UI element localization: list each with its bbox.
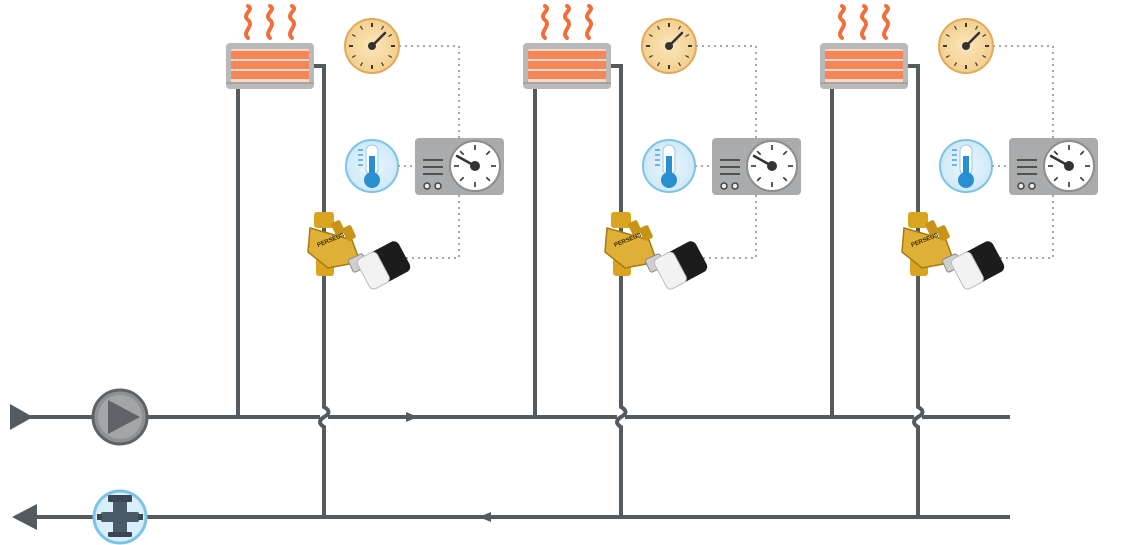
- temperature-gauge-icon: [938, 18, 994, 74]
- gauge-signal-line: [696, 45, 757, 138]
- heat-waves-icon: [541, 4, 593, 40]
- circuit-pipes: [236, 64, 331, 517]
- control-valve-actuator-icon: [653, 241, 708, 290]
- temperature-gauge-icon: [344, 18, 400, 74]
- thermometer-icon: [642, 139, 696, 193]
- return-leg: [611, 64, 628, 517]
- valve-signal-line: [702, 195, 757, 259]
- valve-signal-line: [999, 195, 1054, 259]
- signal-wiring: [695, 45, 757, 259]
- thermometer-icon: [345, 139, 399, 193]
- main-balancing-valve-icon: [92, 489, 148, 545]
- return-outlet-arrow-icon: [12, 504, 37, 530]
- heat-waves-icon: [838, 4, 890, 40]
- heat-emitter-icon: [523, 43, 611, 89]
- heat-emitter-icon: [226, 43, 314, 89]
- signal-wiring: [398, 45, 460, 259]
- circuit-pipes: [830, 64, 925, 517]
- thermometer-icon: [939, 139, 993, 193]
- return-flow-arrow-icon: [479, 512, 491, 522]
- controller-dial-icon: [1009, 138, 1098, 195]
- heating-circuit-2: PERSEUS: [523, 4, 801, 517]
- controller-dial-icon: [712, 138, 801, 195]
- supply-header: [10, 404, 1121, 430]
- controller-dial-icon: [415, 138, 504, 195]
- supply-inlet-arrow-icon: [10, 404, 33, 430]
- control-valve-actuator-icon: [950, 241, 1005, 290]
- temperature-gauge-icon: [641, 18, 697, 74]
- return-leg: [314, 64, 331, 517]
- heat-emitter-icon: [820, 43, 908, 89]
- signal-wiring: [992, 45, 1054, 259]
- return-leg: [908, 64, 925, 517]
- valve-signal-line: [405, 195, 460, 259]
- gauge-signal-line: [993, 45, 1054, 138]
- circuit-pipes: [533, 64, 628, 517]
- return-header: [12, 504, 1121, 530]
- control-valve-actuator-icon: [356, 241, 411, 290]
- circulation-pump-icon: [91, 388, 149, 446]
- heating-circuit-3: PERSEUS: [820, 4, 1098, 517]
- gauge-signal-line: [399, 45, 460, 138]
- heating-circuit-1: PERSEUS: [226, 4, 504, 517]
- heat-waves-icon: [244, 4, 296, 40]
- supply-flow-arrow-icon: [406, 412, 418, 422]
